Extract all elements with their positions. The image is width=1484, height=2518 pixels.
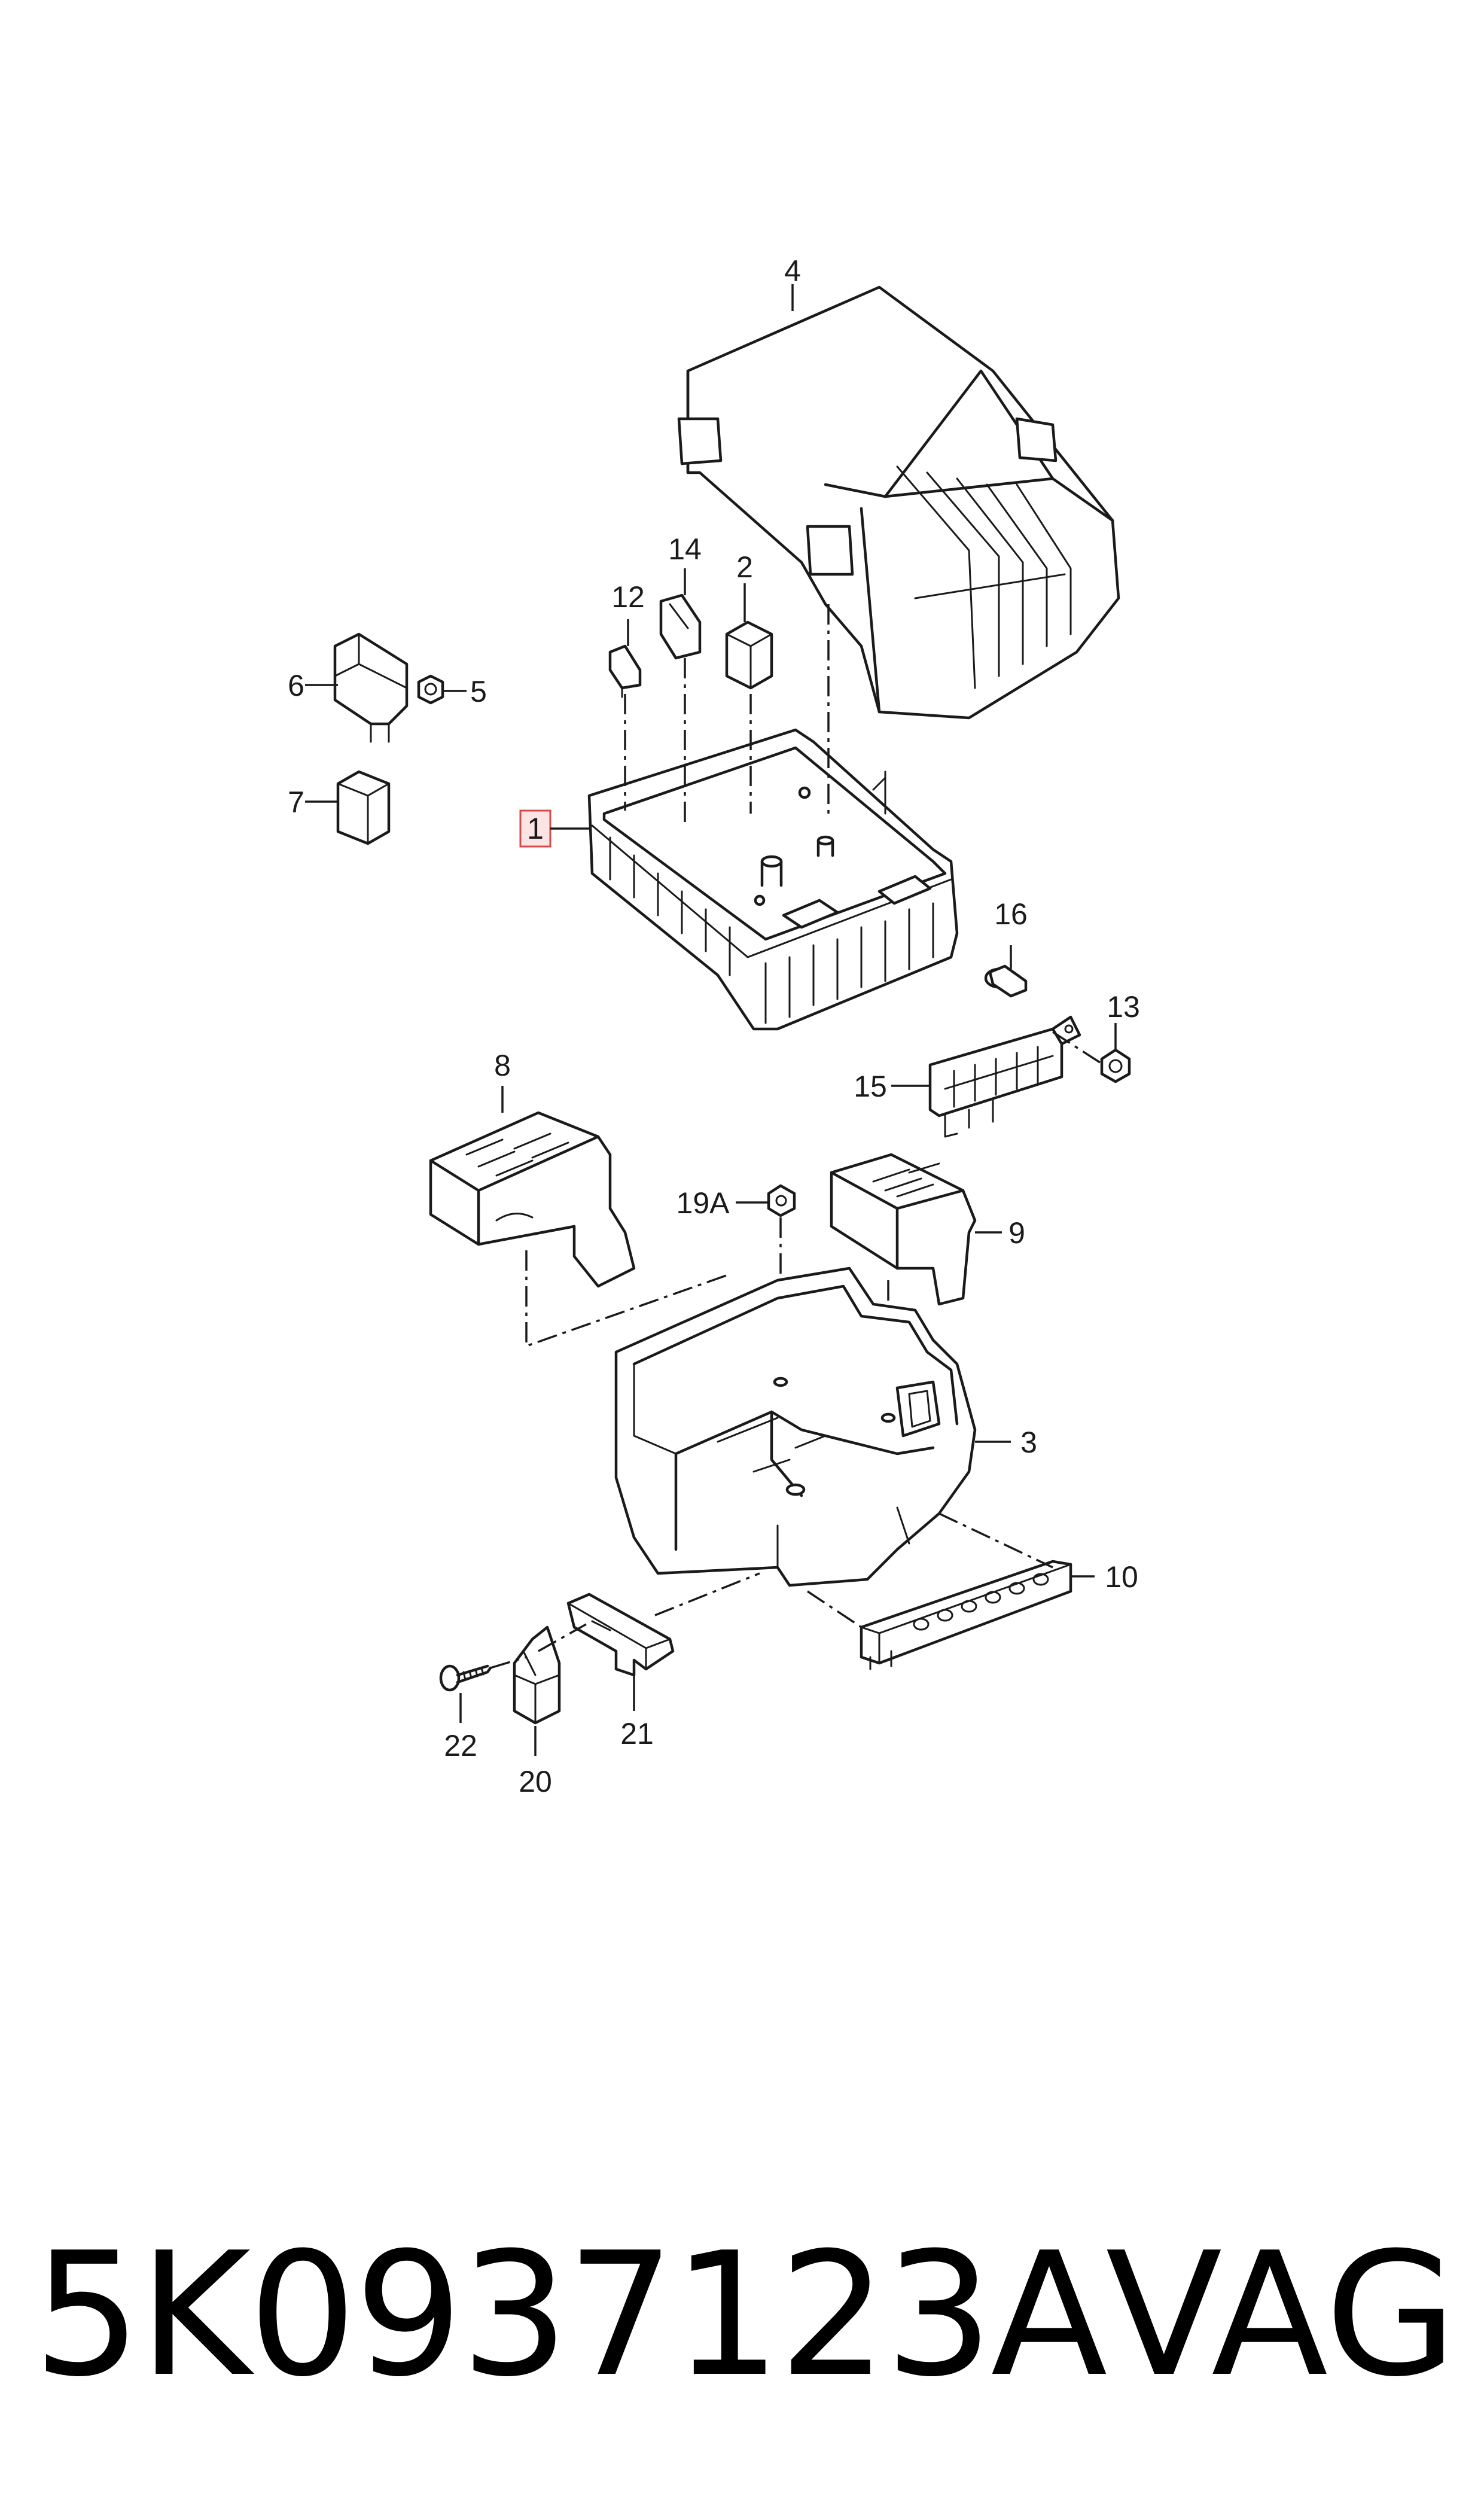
guide-15-13 xyxy=(1052,1031,1102,1065)
part-12-fuse xyxy=(608,644,642,698)
callout-3: 3 xyxy=(1020,1426,1037,1459)
callout-16: 16 xyxy=(994,897,1028,931)
callout-10: 10 xyxy=(1105,1560,1138,1594)
guide-22-20 xyxy=(490,1656,527,1669)
part-13-nut xyxy=(1100,1048,1131,1083)
part-3-tray xyxy=(614,1266,977,1587)
callout-14: 14 xyxy=(668,532,702,566)
callout-7: 7 xyxy=(288,785,304,819)
callout-22: 22 xyxy=(444,1729,477,1762)
callout-19a: 19A xyxy=(677,1186,730,1220)
brand-name: VAG xyxy=(1105,2216,1457,2415)
callout-12: 12 xyxy=(611,580,645,614)
part-14-fuse xyxy=(659,593,702,660)
guide-20-21 xyxy=(538,1623,587,1652)
guide-21-3 xyxy=(654,1572,760,1616)
part-19a-nut xyxy=(767,1184,796,1217)
footer: 5K0937123A VAG xyxy=(0,2225,1484,2405)
part-7-relay xyxy=(336,770,391,845)
guide-3-10 xyxy=(938,1512,1053,1569)
callout-20: 20 xyxy=(519,1765,552,1798)
callout-5: 5 xyxy=(470,675,487,708)
callout-13: 13 xyxy=(1107,990,1140,1024)
callout-21: 21 xyxy=(620,1717,654,1750)
part-21-bracket xyxy=(566,1593,675,1677)
part-4-cover xyxy=(677,285,1120,720)
part-10-fuse-strip xyxy=(860,1560,1072,1670)
callout-2: 2 xyxy=(736,550,753,584)
part-22-screw xyxy=(439,1664,492,1692)
callout-15: 15 xyxy=(854,1070,887,1103)
guide-3-10b xyxy=(807,1590,862,1628)
part-6-bracket xyxy=(333,632,409,743)
part-8-fuse-holder xyxy=(429,1111,636,1288)
part-9-fuse-holder xyxy=(830,1153,977,1306)
callout-8: 8 xyxy=(494,1049,511,1082)
part-2-relay xyxy=(725,620,773,690)
part-number: 5K0937123A xyxy=(33,2216,1107,2415)
callout-1: 1 xyxy=(527,812,544,845)
part-16-bolt xyxy=(984,964,1028,998)
part-1-fuse-box xyxy=(587,728,959,1031)
callout-6: 6 xyxy=(288,669,304,702)
callout-9: 9 xyxy=(1008,1216,1025,1250)
part-5-nut xyxy=(417,674,444,705)
callout-4: 4 xyxy=(784,254,801,288)
part-20-relay xyxy=(513,1625,561,1725)
